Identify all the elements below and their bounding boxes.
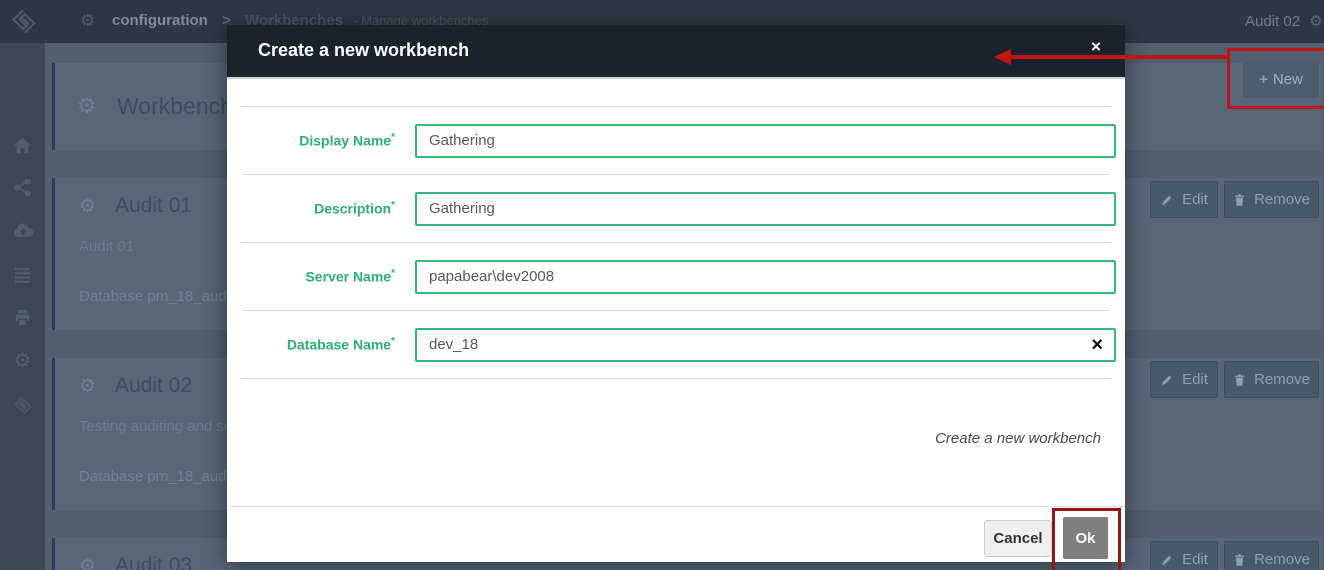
workbench-logo-icon[interactable] [0, 394, 45, 417]
form-row-server-name: Server Name* [242, 243, 1116, 311]
edit-button[interactable]: Edit [1150, 181, 1218, 218]
breadcrumb-separator: > [222, 12, 231, 29]
edit-label: Edit [1182, 191, 1208, 208]
pencil-icon [1162, 195, 1172, 205]
ok-button-highlight-rect [1052, 508, 1121, 570]
print-icon[interactable] [0, 307, 45, 328]
remove-button[interactable]: Remove [1224, 181, 1319, 218]
share-icon[interactable] [0, 177, 45, 198]
remove-label: Remove [1254, 551, 1310, 568]
annotation-arrow-head-icon [994, 49, 1011, 65]
cancel-button[interactable]: Cancel [984, 520, 1052, 557]
app-logo-icon [9, 6, 39, 42]
card-gear-icon: ⚙ [79, 196, 97, 217]
card-gear-icon: ⚙ [79, 376, 97, 397]
description-field[interactable] [415, 191, 1116, 226]
trash-icon [1235, 553, 1245, 566]
database-name-field[interactable] [415, 327, 1116, 362]
plus-icon: + [1259, 71, 1268, 88]
breadcrumb: configuration > Workbenches - Manage wor… [112, 12, 488, 29]
server-name-label: Server Name* [305, 268, 395, 285]
pencil-icon [1162, 555, 1172, 565]
clear-input-icon[interactable]: × [1091, 333, 1103, 356]
modal-title: Create a new workbench [258, 40, 470, 60]
form-row-display-name: Display Name* [242, 107, 1116, 175]
user-name: Audit 02 [1245, 13, 1301, 30]
new-workbench-button[interactable]: + New [1243, 61, 1319, 98]
display-name-field[interactable] [415, 123, 1116, 158]
card-subtitle: Audit 01 [79, 238, 135, 255]
new-button-label: New [1272, 71, 1303, 88]
edit-button[interactable]: Edit [1150, 361, 1218, 398]
display-name-label: Display Name* [299, 132, 395, 149]
ok-button[interactable]: Ok [1063, 517, 1108, 559]
edit-button[interactable]: Edit [1150, 541, 1218, 570]
card-title: Audit 02 [115, 374, 193, 397]
annotation-arrow-line [1010, 55, 1227, 59]
remove-label: Remove [1254, 191, 1310, 208]
user-menu[interactable]: Audit 02 ⚙ [1245, 12, 1323, 30]
form-row-database-name: Database Name* × [242, 311, 1116, 379]
modal-header: Create a new workbench × [227, 25, 1125, 79]
pencil-icon [1162, 375, 1172, 385]
cloud-upload-icon[interactable] [0, 220, 45, 242]
remove-button[interactable]: Remove [1224, 541, 1319, 570]
breadcrumb-subtitle: - Manage workbenches [353, 13, 489, 28]
breadcrumb-gear-icon: ⚙ [80, 11, 96, 30]
close-icon[interactable]: × [1091, 37, 1101, 56]
user-gear-icon: ⚙ [1309, 13, 1323, 30]
settings-icon[interactable]: ⚙ [13, 350, 32, 372]
sidebar-nav: ⚙ [0, 43, 45, 570]
trash-icon [1235, 373, 1245, 386]
trash-icon [1235, 193, 1245, 206]
edit-label: Edit [1182, 371, 1208, 388]
modal-footer: Cancel Ok [227, 506, 1125, 562]
card-database: Database pm_18_audit_ [79, 468, 243, 485]
description-label: Description* [314, 200, 395, 217]
database-name-label: Database Name* [286, 336, 395, 353]
card-database: Database pm_18_audit_ [79, 288, 243, 305]
workbenches-gear-icon: ⚙ [77, 93, 97, 118]
server-name-field[interactable] [415, 259, 1116, 294]
remove-label: Remove [1254, 371, 1310, 388]
edit-label: Edit [1182, 551, 1208, 568]
card-title: Audit 01 [115, 194, 193, 217]
workbench-form: Display Name* Description* Server Name* … [242, 106, 1116, 379]
card-gear-icon: ⚙ [79, 556, 97, 570]
breadcrumb-page: Workbenches [244, 12, 344, 29]
card-title: Audit 03 [115, 554, 193, 570]
new-button-highlight-rect [1227, 48, 1324, 109]
home-icon[interactable] [0, 135, 45, 156]
modal-hint-text: Create a new workbench [935, 430, 1101, 447]
breadcrumb-section[interactable]: configuration [112, 12, 208, 29]
list-icon[interactable] [0, 264, 45, 285]
create-workbench-modal: Create a new workbench × Display Name* D… [227, 25, 1125, 562]
remove-button[interactable]: Remove [1224, 361, 1319, 398]
card-subtitle: Testing auditing and sql [79, 418, 236, 435]
form-row-description: Description* [242, 175, 1116, 243]
